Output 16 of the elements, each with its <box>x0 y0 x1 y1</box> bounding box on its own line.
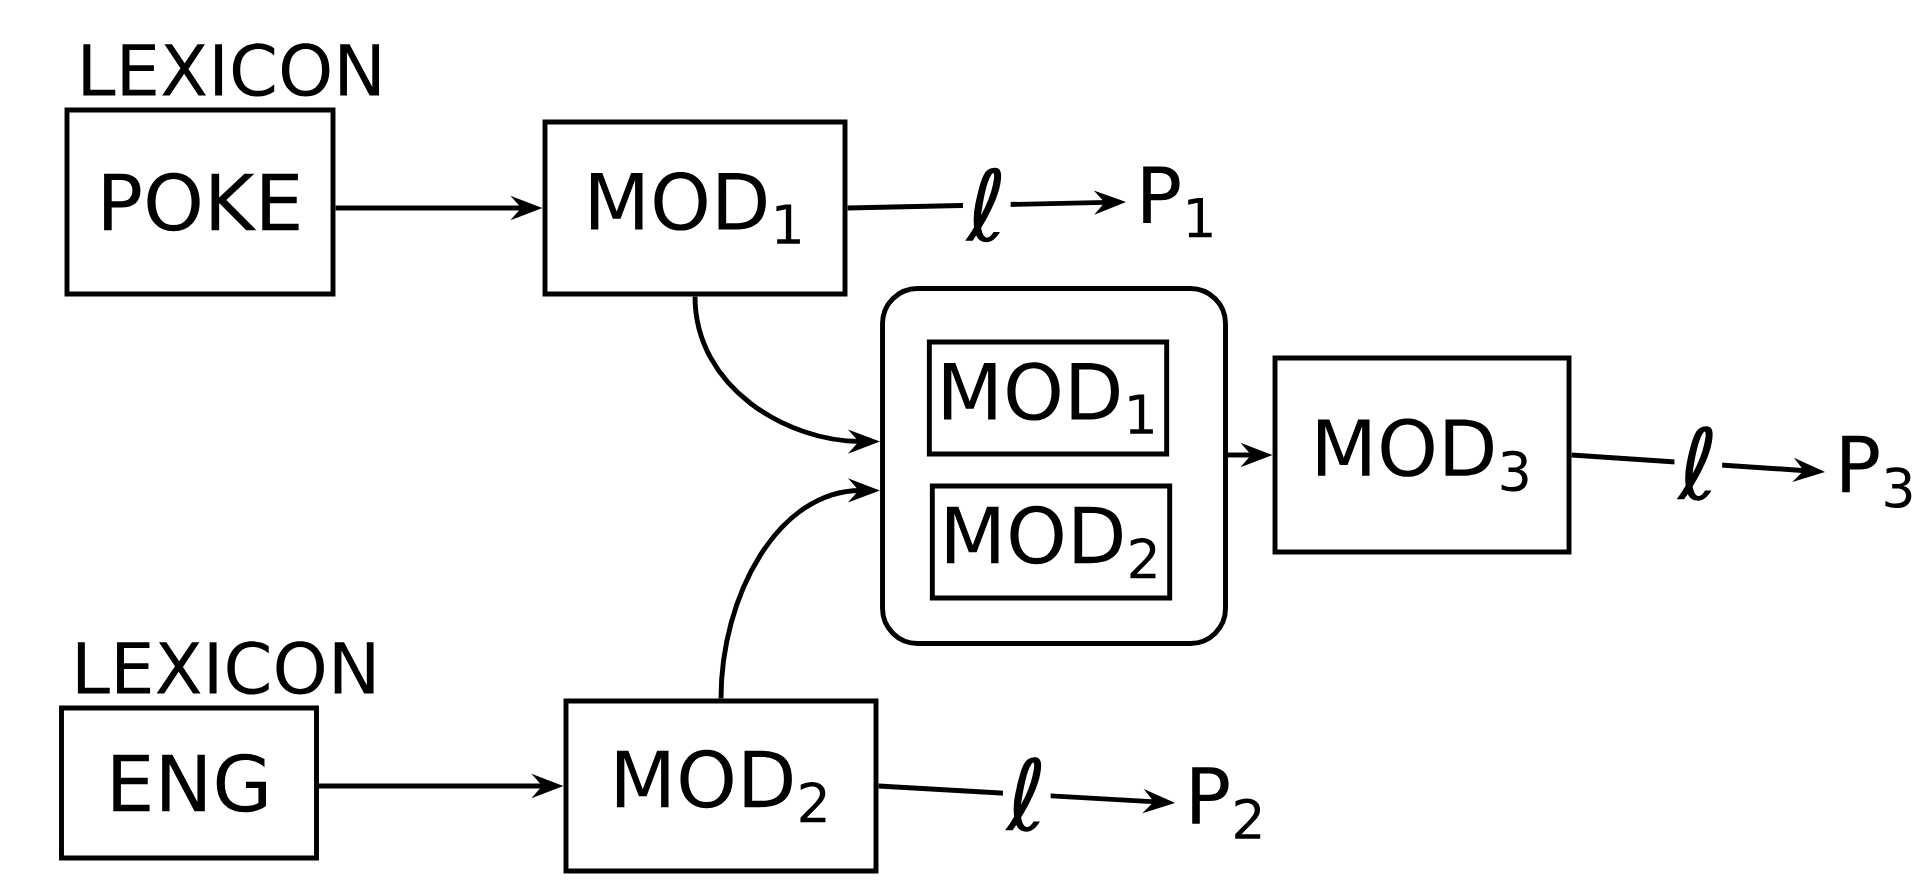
heading-label: LEXICON <box>83 43 380 97</box>
heading-label: LEXICON <box>77 641 374 695</box>
edge-label: ℓ <box>1674 422 1723 505</box>
container-box <box>880 286 1228 646</box>
module-box: MOD$_{1}$ <box>542 119 848 297</box>
module-box: MOD$_{1}$ <box>926 339 1170 457</box>
edge-label: ℓ <box>1002 753 1051 836</box>
lexicon-box: ENG <box>59 705 319 861</box>
module-box: MOD$_{2}$ <box>929 483 1173 601</box>
output-label: P$_{1}$ <box>1143 166 1212 238</box>
output-label: P$_{3}$ <box>1842 435 1912 509</box>
lexicon-box: POKE <box>64 107 336 297</box>
module-box: MOD$_{3}$ <box>1272 355 1572 555</box>
edge-label: ℓ <box>962 164 1011 246</box>
module-box: MOD$_{2}$ <box>563 698 879 874</box>
output-label: P$_{2}$ <box>1192 767 1261 839</box>
